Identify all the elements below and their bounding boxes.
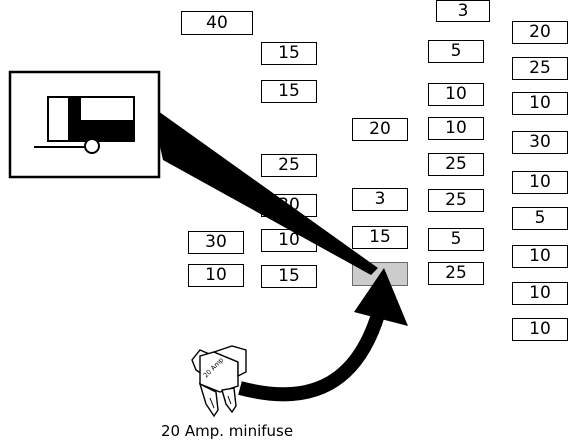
fuse-slot: 5 [512, 207, 568, 230]
fuse-slot: 25 [428, 189, 484, 212]
fuse-slot: 10 [512, 92, 568, 115]
fuse-slot: 20 [352, 118, 408, 141]
callout-pointer [151, 106, 378, 275]
fuse-slot: 25 [428, 262, 484, 285]
fuse-slot: 30 [512, 131, 568, 154]
fuse-slot: 15 [352, 226, 408, 249]
fuse-slot: 10 [428, 83, 484, 106]
install-arrowhead [354, 268, 408, 326]
fuse-slot: 10 [428, 117, 484, 140]
fuse-slot: 30 [188, 231, 244, 254]
fuse-slot: 5 [428, 40, 484, 63]
fuse-slot: 20 [512, 21, 568, 44]
fuse-slot: 25 [512, 57, 568, 80]
trailer-icon [34, 96, 135, 154]
fuse-slot: 3 [352, 188, 408, 211]
fuse-slot: 15 [261, 80, 317, 103]
fuse-slot: 10 [512, 245, 568, 268]
fuse-slot: 15 [261, 42, 317, 65]
fuse-slot: 3 [436, 0, 490, 22]
fuse-slot: 10 [512, 318, 568, 341]
install-arrow [238, 306, 387, 402]
fuse-slot: 25 [261, 154, 317, 177]
fuse-slot: 15 [261, 265, 317, 288]
minifuse-icon: 20 Amp [191, 345, 247, 418]
fuse-slot: 5 [428, 228, 484, 251]
fuse-slot: 10 [512, 282, 568, 305]
fuse-slot: 10 [512, 171, 568, 194]
fuse-slot: 40 [181, 11, 253, 35]
fuse-slot: 25 [428, 153, 484, 176]
fuse-slot: 10 [188, 264, 244, 287]
minifuse-caption: 20 Amp. minifuse [161, 422, 294, 440]
